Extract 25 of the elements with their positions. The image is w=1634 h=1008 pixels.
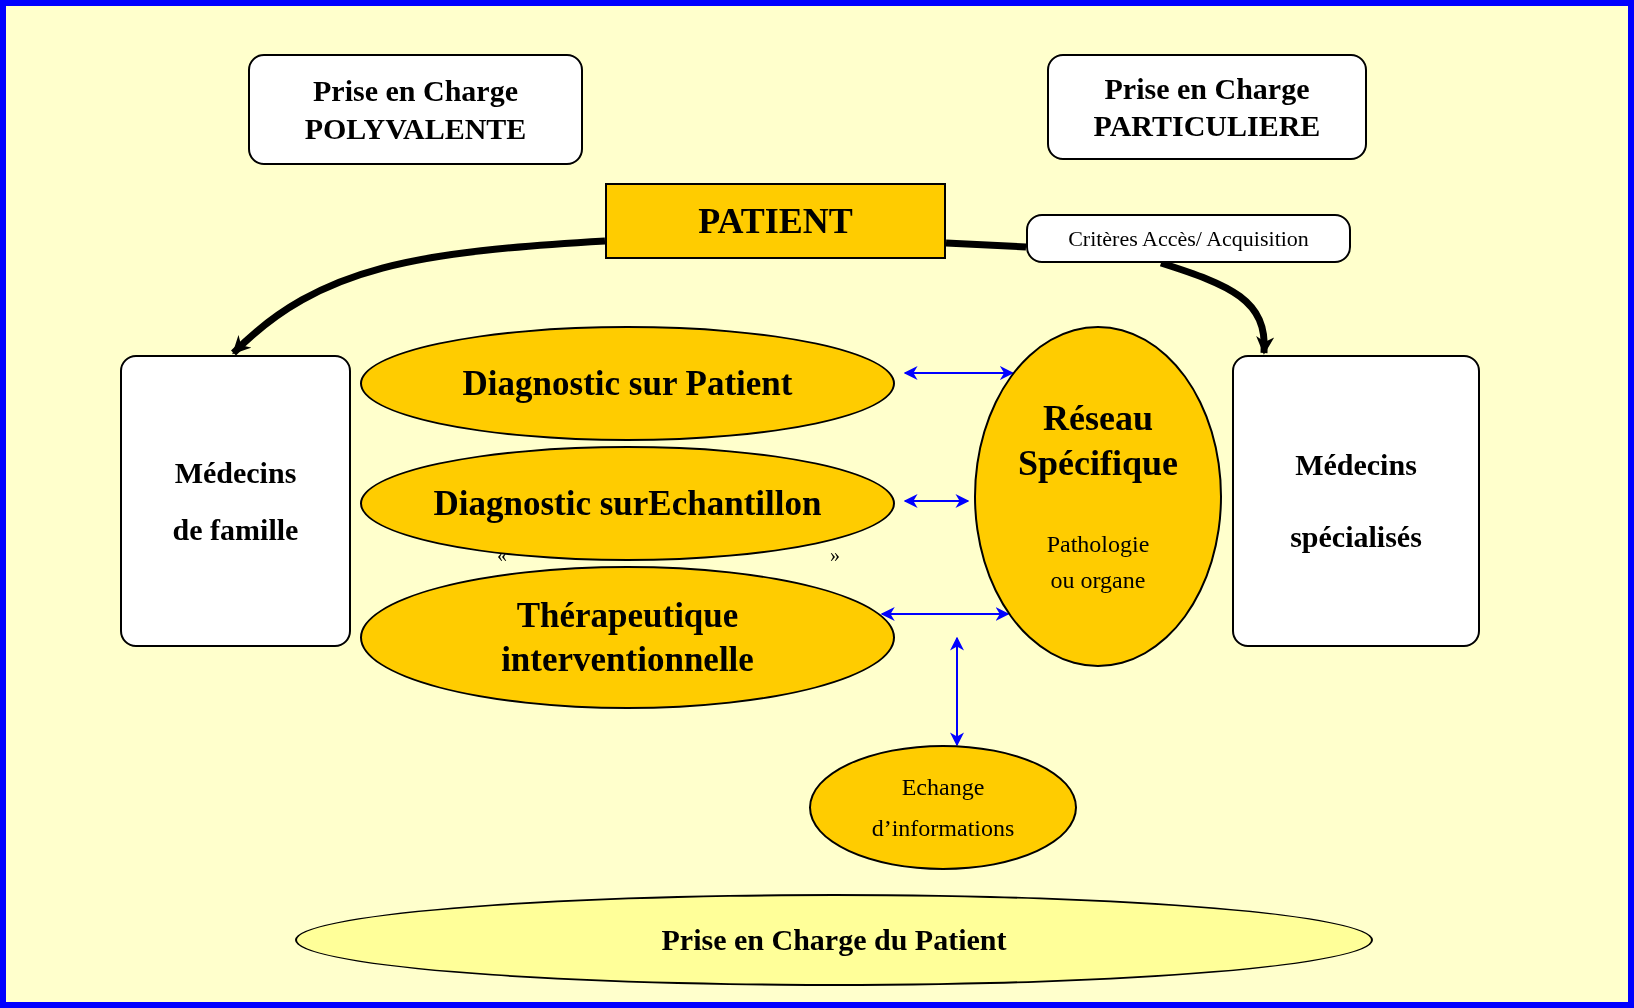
node-subtitle: Pathologie ou organe (1045, 529, 1151, 595)
double-arrow (903, 494, 970, 508)
rounded-box (1232, 355, 1480, 647)
node-label: Diagnostic sur Patient (462, 362, 793, 405)
node-label: Prise en Charge PARTICULIERE (1092, 70, 1322, 144)
rounded-box (248, 54, 583, 165)
node-label: Réseau Spécifique (1017, 396, 1179, 485)
rounded-box (1026, 214, 1351, 263)
double-arrow (903, 366, 1014, 380)
rounded-box (120, 355, 351, 647)
quote-mark: » (830, 544, 840, 567)
rounded-box (1047, 54, 1367, 160)
node-label: Thérapeutique interventionnelle (500, 594, 755, 681)
node-label: Diagnostic surEchantillon (433, 482, 822, 525)
node-label: Echange d’informations (870, 772, 1016, 843)
process-box (605, 183, 946, 259)
node-label: Critères Accès/ Acquisition (1068, 224, 1309, 253)
node-label: Médecins spécialisés (1289, 447, 1423, 555)
node-label: Prise en Charge POLYVALENTE (303, 73, 528, 147)
curved-arrow (231, 237, 606, 356)
double-arrow (950, 636, 964, 747)
node-label: Médecins de famille (171, 455, 300, 548)
double-arrow (880, 607, 1010, 621)
node-label: PATIENT (698, 199, 853, 243)
node-label: Prise en Charge du Patient (661, 922, 1007, 959)
